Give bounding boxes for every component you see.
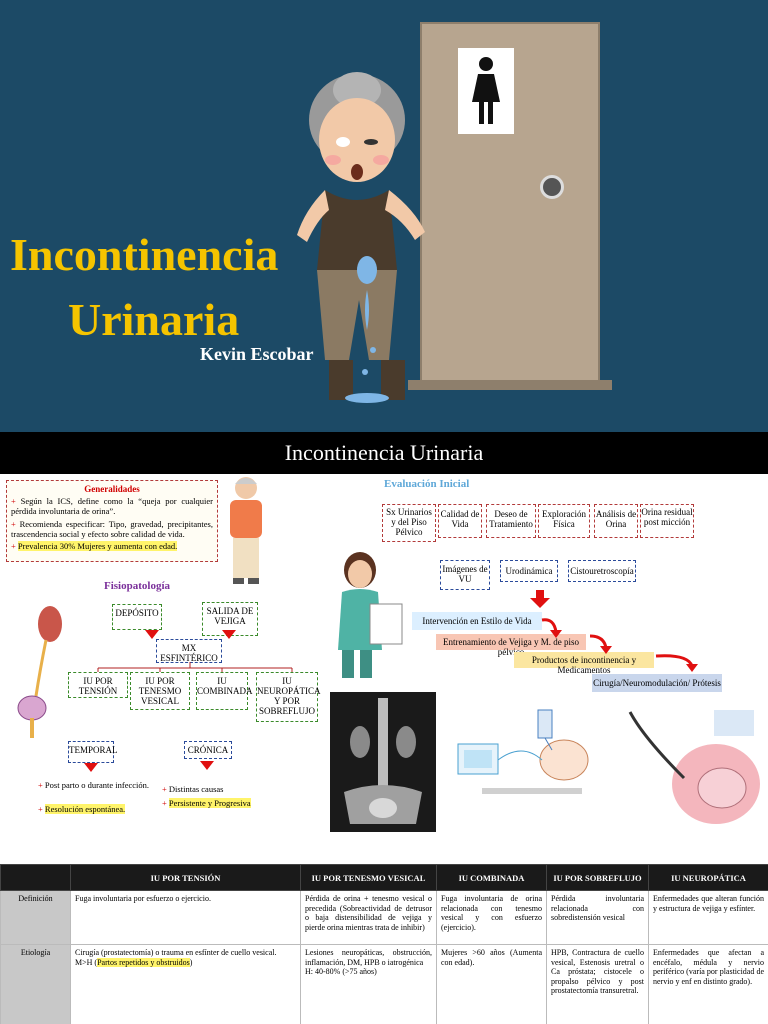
cronica-item: + Persistente y Progresiva (162, 798, 251, 808)
table-header: IU NEUROPÁTICA (648, 864, 768, 891)
xray-image (330, 692, 436, 832)
eval-analisis-orina: Análisis de Orina (594, 504, 638, 538)
generalidades-box: Generalidades + Según la ICS, define com… (6, 480, 218, 562)
eval-imagenes-vu: Imágenes de VU (440, 560, 490, 590)
type-tension-box: IU POR TENSIÓN (68, 672, 128, 698)
table-row: Definición Fuga involuntaria por esfuerz… (0, 890, 768, 945)
door-knob (540, 175, 564, 199)
generalidades-heading: Generalidades (84, 484, 140, 494)
temporal-item: + Post parto o durante infección. (38, 780, 150, 790)
row-label: Definición (0, 890, 71, 945)
treatment-arrows (541, 618, 698, 672)
generalidades-item: + Recomienda especificar: Tipo, gravedad… (11, 519, 213, 539)
generalidades-item: + Según la ICS, define como la “queja po… (11, 496, 214, 516)
comparison-table-section: IU POR TENSIÓN IU POR TENESMO VESICAL IU… (0, 864, 768, 1024)
door-step (408, 380, 612, 390)
arrow-down-icon (222, 630, 236, 639)
table-cell: HPB, Contractura de cuello vesical, Este… (546, 944, 649, 1024)
table-cell: Enfermedades que alteran función y estru… (648, 890, 768, 945)
temporal-box: TEMPORAL (68, 741, 118, 763)
evaluacion-heading: Evaluación Inicial (384, 478, 470, 490)
table-header: IU POR TENESMO VESICAL (300, 864, 437, 891)
eval-cistouretroscopia: Cistouretroscopía (568, 560, 636, 582)
type-neuropatica-box: IU NEUROPÁTICA Y POR SOBREFLUJO (256, 672, 321, 722)
treatment-step-1: Intervención en Estilo de Vida (412, 612, 542, 630)
woman-restroom-icon (472, 57, 500, 124)
temporal-item: + Resolución espontánea. (38, 804, 126, 814)
table-cell: Cirugía (prostatectomía) o trauma en esf… (70, 944, 301, 1024)
urodynamic-diagram (457, 709, 589, 794)
type-tenesmo-box: IU POR TENESMO VESICAL (130, 672, 190, 710)
table-header: IU POR SOBREFLUJO (546, 864, 649, 891)
table-header (0, 864, 71, 891)
mx-esfinterico-box: MX ESFINTÉRICO (156, 639, 222, 663)
cover-author: Kevin Escobar (200, 344, 314, 364)
table-cell: Fuga involuntaria de orina relacionada c… (436, 890, 547, 945)
elderly-woman-illustration (297, 72, 425, 403)
table-cell: Mujeres >60 años (Aumenta con edad). (436, 944, 547, 1024)
cronica-box: CRÓNICA (184, 741, 232, 759)
arrow-down-icon (530, 590, 550, 608)
table-cell: Pérdida involuntaria relacionada con sob… (546, 890, 649, 945)
restroom-sign (458, 48, 514, 134)
treatment-step-4: Cirugía/Neuromodulación/ Prótesis (592, 674, 722, 692)
table-row: Etiología Cirugía (prostatectomía) o tra… (0, 944, 768, 1024)
table-cell: Pérdida de orina + tenesmo vesical o pre… (300, 890, 437, 945)
eval-urodinamica: Urodinámica (500, 560, 558, 582)
arrow-down-icon (145, 630, 159, 639)
arrow-down-icon (84, 763, 98, 772)
cover-title-line-1: Incontinencia (10, 229, 279, 280)
generalidades-item: + Prevalencia 30% Mujeres y aumenta con … (11, 541, 178, 551)
eval-sx-urinarios: Sx Urinarios y del Piso Pélvico (382, 504, 436, 542)
cover-title-line-2: Urinaria (68, 294, 240, 345)
deposito-box: DEPÓSITO (112, 604, 162, 630)
fisiopatologia-heading: Fisiopatología (104, 580, 171, 592)
eval-calidad-vida: Calidad de Vida (438, 504, 482, 538)
elderly-man-illustration (230, 477, 262, 584)
arrow-down-icon (200, 761, 214, 770)
row-label: Etiología (0, 944, 71, 1024)
type-combinada-box: IU COMBINADA (196, 672, 253, 710)
summary-slide: Incontinencia Urinaria Generalidades + S… (0, 432, 768, 864)
eval-exploracion-fisica: Exploración Física (538, 504, 590, 538)
comparison-table: IU POR TENSIÓN IU POR TENESMO VESICAL IU… (0, 864, 768, 1024)
table-cell: Fuga involuntaria por esfuerzo o ejercic… (70, 890, 301, 945)
eval-orina-residual: Orina residual post micción (640, 504, 694, 538)
table-header: IU COMBINADA (436, 864, 547, 891)
cover-slide: Incontinencia Urinaria Kevin Escobar (0, 0, 768, 432)
nurse-illustration (338, 552, 403, 678)
table-header-row: IU POR TENSIÓN IU POR TENESMO VESICAL IU… (0, 864, 768, 891)
treatment-step-2: Entrenamiento de Vejiga y M. de piso pél… (436, 634, 586, 657)
cystoscopy-illustration (628, 710, 760, 824)
slide-title: Incontinencia Urinaria (0, 432, 768, 474)
cronica-item: + Distintas causas (162, 784, 224, 794)
table-cell: Lesiones neuropáticas, obstrucción, infl… (300, 944, 437, 1024)
table-cell: Enfermedades que afectan a encéfalo, méd… (648, 944, 768, 1024)
table-header: IU POR TENSIÓN (70, 864, 301, 891)
treatment-step-3: Productos de incontinencia y Medicamento… (514, 652, 654, 675)
eval-deseo-tratamiento: Deseo de Tratamiento (486, 504, 536, 538)
urinary-system-illustration (17, 606, 62, 738)
